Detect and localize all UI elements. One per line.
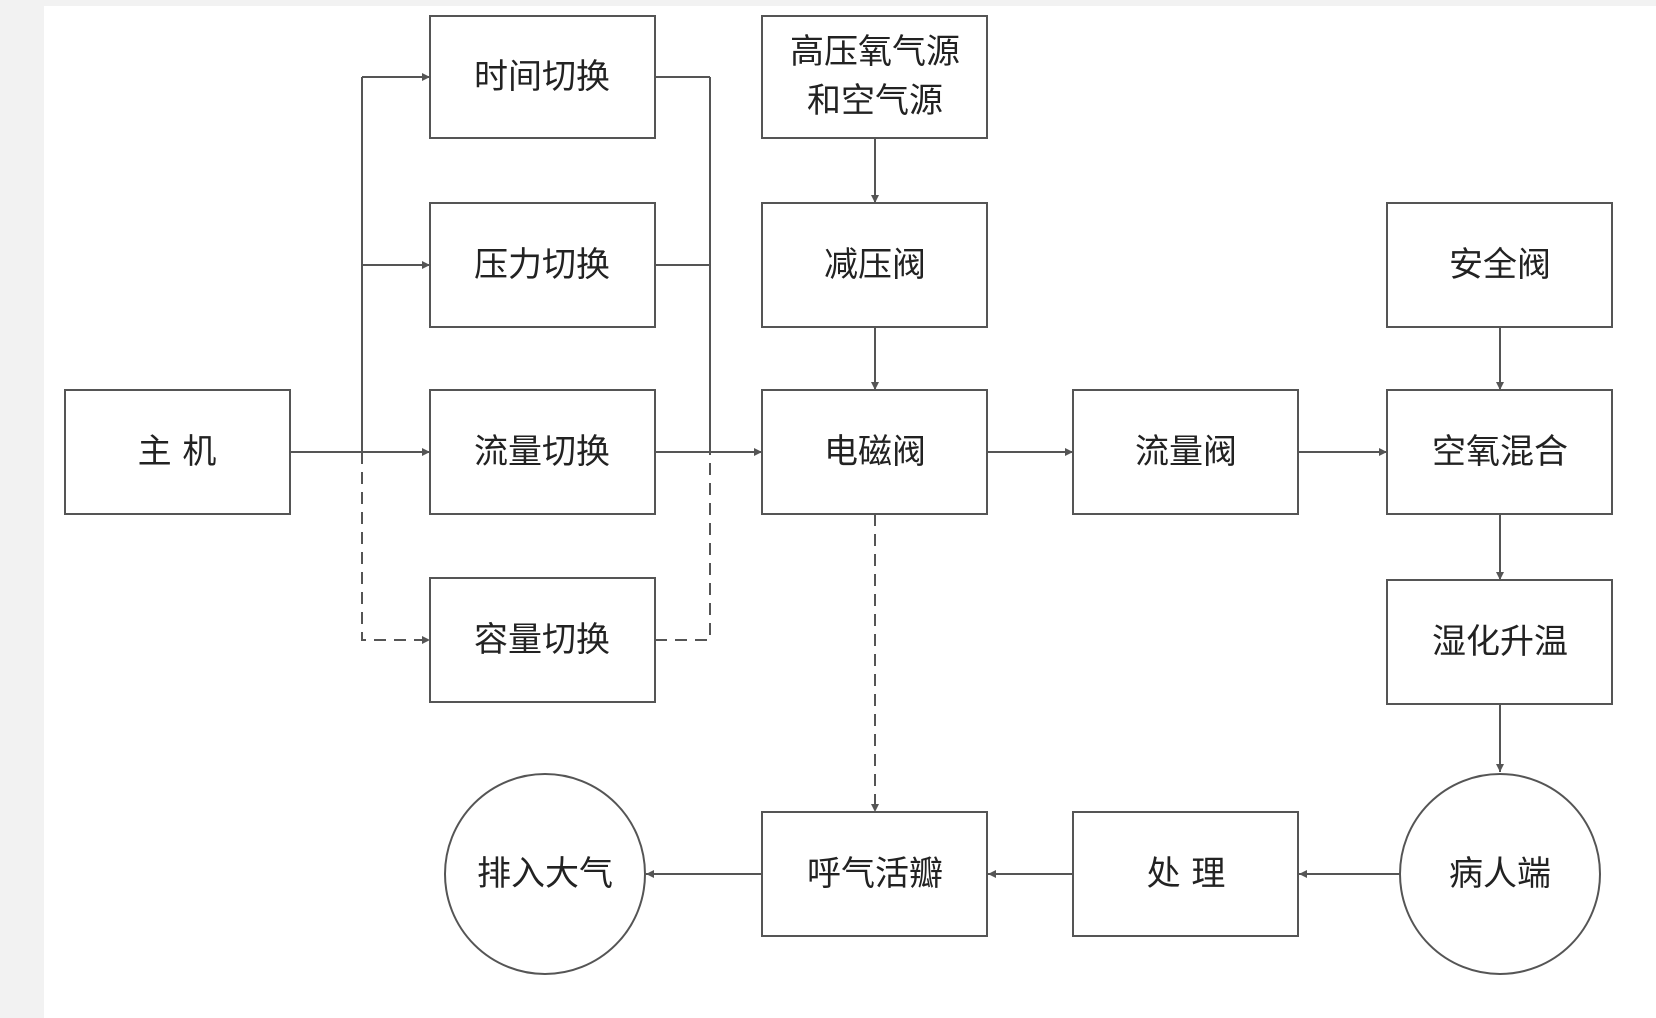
node-patient-end: 病人端 — [1399, 773, 1601, 975]
node-host-label: 主 机 — [138, 432, 217, 472]
node-air-oxygen-mixing-label: 空氧混合 — [1432, 432, 1568, 472]
node-flow-valve-label: 流量阀 — [1135, 432, 1237, 472]
node-processing-label: 处 理 — [1147, 854, 1226, 894]
node-exhaust-atmosphere: 排入大气 — [444, 773, 646, 975]
node-gas-source: 高压氧气源 和空气源 — [761, 15, 988, 139]
node-humidify-heat-label: 湿化升温 — [1432, 622, 1568, 662]
node-host: 主 机 — [64, 389, 291, 515]
node-gas-source-label-line1: 高压氧气源 — [790, 32, 960, 72]
node-pressure-switch: 压力切换 — [429, 202, 656, 328]
node-flow-valve: 流量阀 — [1072, 389, 1299, 515]
node-solenoid-valve-label: 电磁阀 — [824, 432, 926, 472]
node-safety-valve-label: 安全阀 — [1449, 245, 1551, 285]
node-pressure-reducing-valve-label: 减压阀 — [824, 245, 926, 285]
node-safety-valve: 安全阀 — [1386, 202, 1613, 328]
node-exhalation-valve: 呼气活瓣 — [761, 811, 988, 937]
node-flow-switch: 流量切换 — [429, 389, 656, 515]
node-patient-end-label: 病人端 — [1449, 854, 1551, 894]
volume-switch-dashed-line — [655, 452, 711, 641]
node-volume-switch-label: 容量切换 — [474, 620, 610, 660]
node-time-switch: 时间切换 — [429, 15, 656, 139]
node-exhaust-atmosphere-label: 排入大气 — [477, 854, 613, 894]
node-flow-switch-label: 流量切换 — [474, 432, 610, 472]
node-pressure-switch-label: 压力切换 — [474, 245, 610, 285]
node-volume-switch: 容量切换 — [429, 577, 656, 703]
node-solenoid-valve: 电磁阀 — [761, 389, 988, 515]
node-humidify-heat: 湿化升温 — [1386, 579, 1613, 705]
node-time-switch-label: 时间切换 — [474, 57, 610, 97]
node-processing: 处 理 — [1072, 811, 1299, 937]
node-air-oxygen-mixing: 空氧混合 — [1386, 389, 1613, 515]
bus-to-volume-switch-dashed-arrow — [361, 452, 430, 644]
node-gas-source-label-line2: 和空气源 — [807, 81, 943, 121]
node-exhalation-valve-label: 呼气活瓣 — [807, 854, 943, 894]
node-pressure-reducing-valve: 减压阀 — [761, 202, 988, 328]
connectors — [290, 73, 1504, 878]
